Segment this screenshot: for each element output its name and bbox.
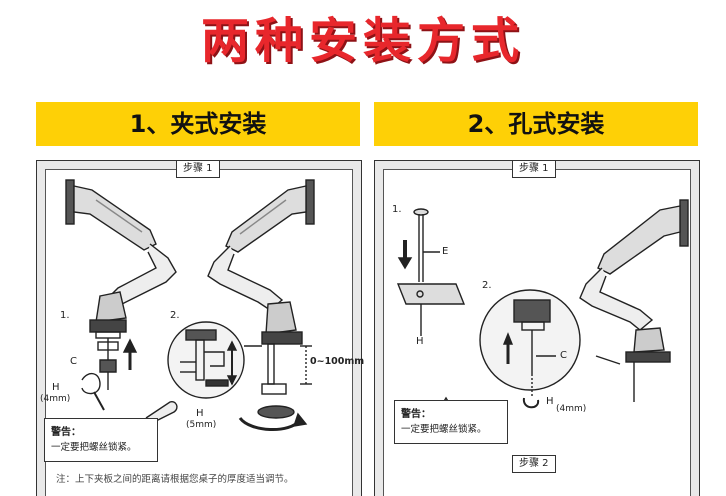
clamp-warning-text: 一定要把螺丝锁紧。	[51, 442, 137, 453]
clamp-range-label: 0~100mm	[310, 356, 365, 367]
clamp-arm-illustration-2	[145, 179, 315, 432]
hole-part-h-label: H	[416, 336, 424, 347]
hole-arm-illustration	[479, 199, 689, 409]
clamp-part-h2-size: (5mm)	[186, 420, 217, 430]
hole-part-h2-label: H	[546, 396, 554, 407]
clamp-step-number-2: 2.	[170, 310, 180, 321]
clamp-install-header: 1、夹式安装	[36, 102, 360, 146]
clamp-arm-illustration-1	[65, 179, 177, 411]
hole-warning-title: 警告：	[401, 409, 431, 420]
hole-install-header: 2、孔式安装	[374, 102, 698, 146]
clamp-part-h2-label: H	[196, 408, 204, 419]
hole-part-c-label: C	[560, 350, 567, 361]
hole-part-e-label: E	[442, 246, 449, 257]
hole-step-2-label: 步骤 2	[512, 455, 556, 473]
clamp-warning-box: 警告： 一定要把螺丝锁紧。	[44, 418, 158, 462]
hole-warning-text: 一定要把螺丝锁紧。	[401, 424, 487, 435]
clamp-part-h-label: H	[52, 382, 60, 393]
clamp-part-h-size: (4mm)	[40, 394, 71, 404]
hole-bolt-illustration	[396, 208, 466, 336]
clamp-step-number-1: 1.	[60, 310, 70, 321]
clamp-part-c-label: C	[70, 356, 77, 367]
clamp-step-1-label: 步骤 1	[176, 160, 220, 178]
hole-step-1-label: 步骤 1	[512, 160, 556, 178]
hole-part-h2-size: (4mm)	[556, 404, 587, 414]
clamp-note: 注：上下夹板之间的距离请根据您桌子的厚度适当调节。	[56, 474, 294, 485]
page-title: 两种安装方式	[200, 13, 525, 69]
clamp-warning-title: 警告：	[51, 427, 81, 438]
hole-step-number-1: 1.	[392, 204, 402, 215]
hole-step-number-2: 2.	[482, 280, 492, 291]
hole-warning-box: 警告： 一定要把螺丝锁紧。	[394, 400, 508, 444]
